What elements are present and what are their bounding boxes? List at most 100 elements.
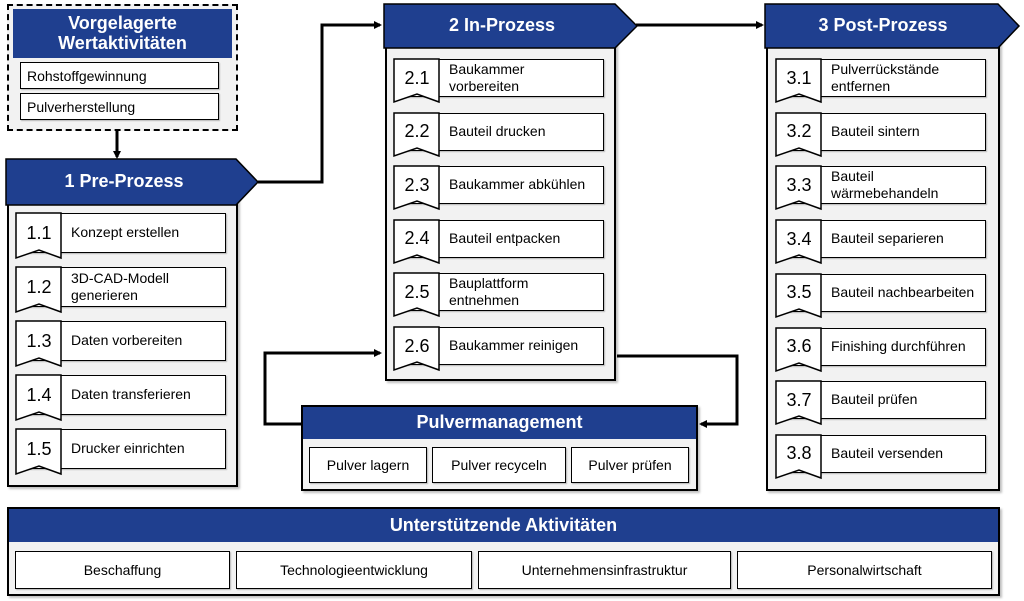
step-number: 1.1 [26, 222, 52, 243]
item-label: Pulver lagern [326, 457, 410, 473]
in-step-2-4[interactable]: 2.4 Bauteil entpacken [393, 219, 604, 264]
step-number-tab [15, 374, 62, 422]
pulver-header: Pulvermanagement [303, 407, 696, 439]
step-number-tab [775, 380, 822, 426]
post-step-3-3[interactable]: 3.3 Bauteil wärmebehandeln [775, 165, 986, 211]
post-header: 3 Post-Prozess [765, 4, 1001, 48]
support-item-infrastruktur[interactable]: Unternehmensinfrastruktur [478, 551, 731, 589]
step-number-tab [393, 58, 440, 104]
step-label: Bauteil separieren [831, 230, 944, 247]
post-step-3-6[interactable]: 3.6 Finishing durchführen [775, 326, 986, 372]
step-label: Daten vorbereiten [71, 332, 183, 348]
step-number: 3.4 [786, 228, 812, 249]
item-label: Technologieentwicklung [280, 562, 428, 578]
step-label: Bauteil entpacken [449, 229, 561, 246]
step-number: 3.7 [786, 389, 812, 410]
step-number: 2.4 [404, 228, 430, 249]
support-item-personal[interactable]: Personalwirtschaft [737, 551, 992, 589]
step-number-tab [393, 165, 440, 211]
item-label: Beschaffung [83, 562, 162, 578]
item-label: Pulverherstellung [27, 98, 136, 115]
post-step-3-8[interactable]: 3.8 Bauteil versenden [775, 434, 986, 479]
step-number-tab [393, 272, 440, 318]
step-number-tab [15, 266, 62, 314]
step-number: 1.3 [26, 330, 52, 351]
step-number-tab [15, 428, 62, 476]
support-item-beschaffung[interactable]: Beschaffung [15, 551, 230, 589]
post-step-3-5[interactable]: 3.5 Bauteil nachbearbeiten [775, 273, 986, 318]
support-header: Unterstützende Aktivitäten [9, 509, 998, 542]
vorgelagert-header: Vorgelagerte Wertaktivitäten [13, 9, 232, 58]
arrow-pulver-to-in [263, 349, 382, 426]
step-number: 1.2 [26, 276, 52, 297]
step-number-tab [15, 320, 62, 368]
step-number: 2.1 [404, 67, 430, 88]
step-label: Bauteil wärmebehandeln [831, 167, 939, 201]
step-number-tab [775, 219, 822, 265]
step-number-tab [775, 273, 822, 318]
item-label: Pulver recyceln [451, 457, 547, 473]
arrow-in-to-pulver [617, 354, 739, 428]
step-label: Bauteil drucken [449, 122, 546, 139]
pre-title: 1 Pre-Prozess [64, 171, 184, 192]
step-number-tab [775, 326, 822, 372]
pre-header: 1 Pre-Prozess [6, 159, 242, 205]
support-item-technologie[interactable]: Technologieentwicklung [236, 551, 472, 589]
step-number-tab [15, 212, 62, 260]
post-step-3-7[interactable]: 3.7 Bauteil prüfen [775, 380, 986, 426]
step-number: 3.3 [786, 174, 812, 195]
vorgelagert-title: Vorgelagerte Wertaktivitäten [58, 12, 187, 53]
step-number-tab [775, 111, 822, 157]
step-label: Baukammer reinigen [449, 337, 579, 353]
vorgelagert-item-pulver[interactable]: Pulverherstellung [20, 93, 219, 120]
item-label: Rohstoffgewinnung [27, 67, 147, 84]
step-number-tab [393, 219, 440, 264]
step-number: 3.6 [786, 336, 812, 356]
step-number: 3.5 [786, 282, 812, 303]
step-label: Bauplattform entnehmen [449, 274, 529, 308]
step-number: 3.8 [786, 443, 812, 464]
step-number-tab [775, 58, 822, 104]
support-title: Unterstützende Aktivitäten [389, 514, 618, 535]
step-label: Drucker einrichten [71, 440, 185, 456]
step-label: Bauteil sintern [831, 122, 920, 139]
step-label: Daten transferieren [71, 386, 191, 402]
step-number-tab [775, 434, 822, 479]
step-label: Bauteil prüfen [831, 391, 918, 408]
in-header: 2 In-Prozess [384, 4, 620, 48]
in-title: 2 In-Prozess [448, 15, 556, 36]
pulver-title: Pulvermanagement [416, 412, 583, 433]
step-label: 3D-CAD-Modell generieren [71, 269, 170, 303]
pulver-item-pruefen[interactable]: Pulver prüfen [571, 447, 689, 483]
post-title: 3 Post-Prozess [818, 15, 948, 36]
pre-step-1-5[interactable]: 1.5 Drucker einrichten [15, 428, 226, 476]
step-number: 1.5 [26, 438, 52, 459]
vorgelagert-item-rohstoff[interactable]: Rohstoffgewinnung [20, 62, 219, 89]
pre-step-1-3[interactable]: 1.3 Daten vorbereiten [15, 320, 226, 368]
step-label: Bauteil versenden [831, 444, 944, 461]
step-label: Pulverrückstände entfernen [831, 60, 940, 94]
step-label: Bauteil nachbearbeiten [831, 283, 975, 300]
pulver-item-recyceln[interactable]: Pulver recyceln [432, 447, 566, 483]
step-number-tab [393, 111, 440, 157]
pre-step-1-2[interactable]: 1.2 3D-CAD-Modell generieren [15, 266, 226, 314]
step-label: Finishing durchführen [831, 337, 966, 354]
post-step-3-4[interactable]: 3.4 Bauteil separieren [775, 219, 986, 265]
pre-step-1-1[interactable]: 1.1 Konzept erstellen [15, 212, 226, 260]
step-label: Baukammer abkühlen [449, 176, 586, 193]
pulver-item-lagern[interactable]: Pulver lagern [309, 447, 427, 483]
item-label: Pulver prüfen [588, 457, 672, 473]
step-label: Konzept erstellen [71, 224, 180, 240]
